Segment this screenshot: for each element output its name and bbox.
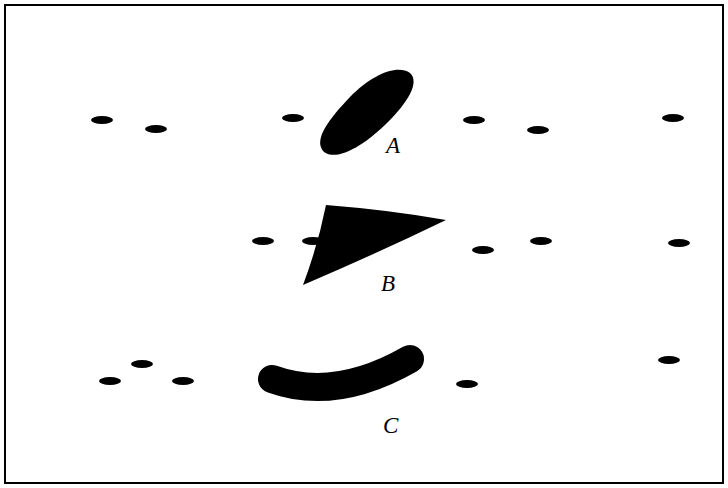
particle-dash <box>145 125 167 133</box>
body-letter: B <box>381 272 395 295</box>
particle-dash <box>527 126 549 134</box>
particle-dash <box>131 360 153 368</box>
particle-dash <box>456 380 478 388</box>
particle-dash <box>172 377 194 385</box>
frame-border <box>5 5 723 483</box>
particle-dash <box>282 114 304 122</box>
particle-marks <box>91 114 690 388</box>
particle-dash <box>91 116 113 124</box>
particle-dash <box>463 116 485 124</box>
body-c <box>272 359 410 387</box>
particle-dash <box>99 377 121 385</box>
particle-dash <box>302 237 324 245</box>
particle-dash <box>252 237 274 245</box>
particle-dash <box>472 246 494 254</box>
particle-dash <box>530 237 552 245</box>
particle-dash <box>668 239 690 247</box>
body-letter: A <box>386 134 400 157</box>
particle-dash <box>662 114 684 122</box>
body-b <box>303 205 446 285</box>
particle-dash <box>658 356 680 364</box>
body-letter: C <box>383 414 398 437</box>
